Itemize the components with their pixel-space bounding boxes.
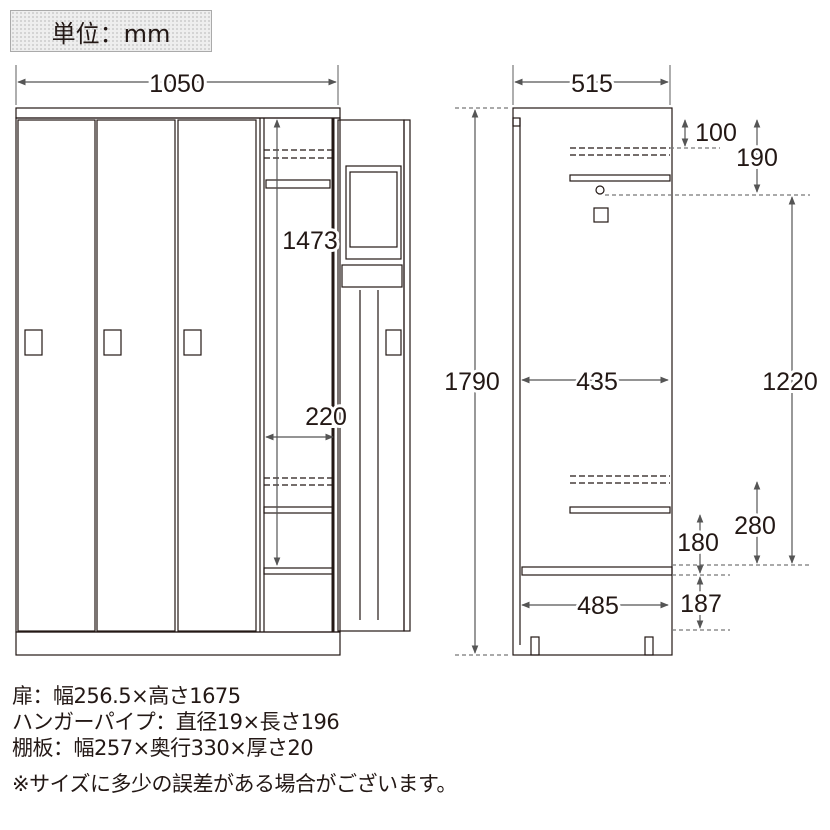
dimension-arrows — [17, 78, 796, 654]
handle-icon — [24, 329, 43, 356]
unit-label: 単位：mm — [10, 10, 212, 52]
unit-text: 単位：mm — [51, 19, 171, 48]
disclaimer: ※サイズに多少の誤差がある場合がございます。 — [12, 772, 457, 796]
note-hanger-pipe: ハンガーパイプ：直径19×長さ196 — [12, 710, 340, 734]
label-280: 280 — [734, 512, 776, 540]
handle-icon — [183, 329, 202, 356]
label-1790: 1790 — [444, 368, 500, 396]
door-3 — [177, 119, 257, 632]
label-220: 220 — [305, 403, 347, 431]
side-view — [455, 65, 810, 656]
spec-notes: 扉：幅256.5×高さ1675 ハンガーパイプ：直径19×長さ196 棚板：幅2… — [12, 683, 457, 797]
label-187: 187 — [680, 590, 722, 618]
open-door — [337, 119, 405, 632]
dimension-labels: 1050 1473 220 515 1790 435 100 190 1220 … — [146, 67, 821, 623]
note-shelf: 棚板：幅257×奥行330×厚さ20 — [12, 736, 314, 760]
label-100: 100 — [695, 119, 737, 147]
note-door: 扉：幅256.5×高さ1675 — [12, 684, 241, 708]
label-1220: 1220 — [762, 368, 818, 396]
label-1050: 1050 — [149, 70, 205, 98]
door-2 — [96, 119, 176, 632]
door-1 — [17, 119, 96, 632]
front-view — [15, 65, 411, 656]
label-190: 190 — [736, 144, 778, 172]
label-485: 485 — [577, 592, 619, 620]
label-515: 515 — [571, 70, 613, 98]
mirror — [345, 165, 402, 260]
label-180: 180 — [677, 529, 719, 557]
label-435: 435 — [576, 368, 618, 396]
label-1473: 1473 — [282, 227, 338, 255]
handle-icon — [103, 329, 122, 356]
